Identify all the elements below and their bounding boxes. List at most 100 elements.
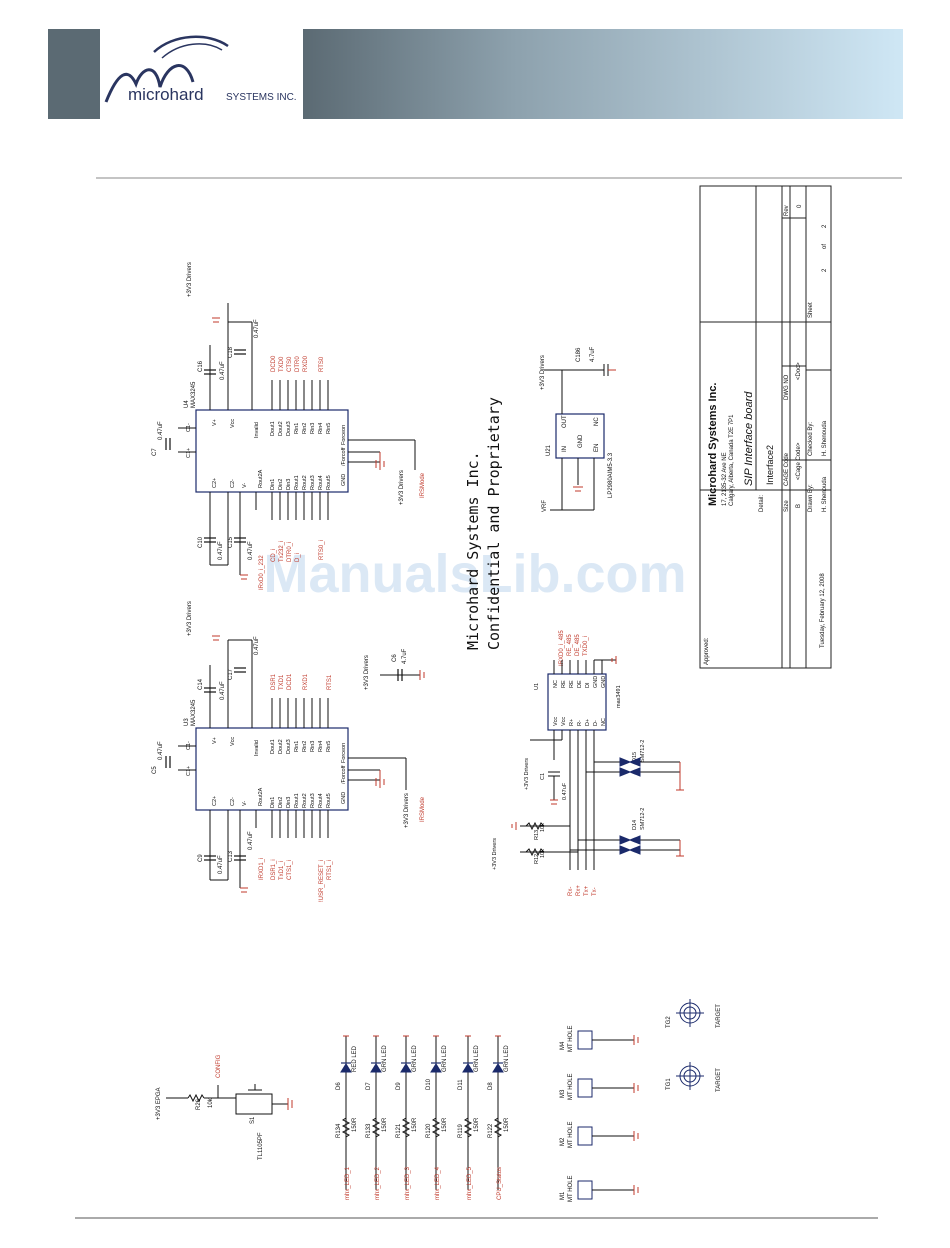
- u3-c5-val: 0.47uF: [158, 741, 164, 760]
- u4-din1: Din1: [270, 479, 276, 490]
- address-line2: Calgary, Alberta, Canada T2E 7P1: [729, 414, 735, 506]
- size-label: Size: [784, 500, 790, 512]
- u21-pin-en: EN: [594, 444, 600, 452]
- u4-dout2: Dout2: [278, 421, 284, 436]
- u1-pin-rplus: R+: [569, 719, 575, 726]
- u3-ref: U3: [184, 718, 190, 726]
- u3-forceon: Forceon: [341, 743, 347, 763]
- u3-pin-c2minus: C2-: [230, 797, 236, 806]
- u1-pin-dplus: D+: [585, 719, 591, 726]
- u3-pin-vminus: V-: [242, 801, 248, 806]
- led-diode-symbol: [462, 1063, 474, 1073]
- checked-label: Checked By:: [808, 422, 814, 456]
- led-ref: D6: [336, 1082, 342, 1090]
- switch-r26-ref: R26: [196, 1098, 202, 1110]
- led-resistor-value: 150R: [442, 1117, 448, 1132]
- target-tg1-label: TARGET: [716, 1068, 722, 1092]
- u4-forceon-supply: +3V3 Drivers: [399, 470, 405, 505]
- u3-net-txd1i: TxD1_i: [279, 861, 285, 880]
- u4-forcoff: /Forcoff: [341, 447, 347, 466]
- u1-r13-ref: R13: [534, 830, 540, 840]
- u4-net-rxd0: RXD0: [303, 355, 309, 372]
- title-block-text: Approved: Microhard Systems Inc. 17, 213…: [704, 204, 828, 665]
- u4-c7-val: 0.47uF: [158, 421, 164, 440]
- switch-ref: S1: [250, 1116, 256, 1124]
- u3-rout5: Rout5: [326, 793, 332, 808]
- u4-c16-val: 0.47uF: [220, 361, 226, 380]
- u3-c14-val: 0.47uF: [220, 681, 226, 700]
- led-net: mhx_LED_3: [405, 1166, 411, 1200]
- title-block: [699, 185, 832, 669]
- u3-forcoff: /Forcoff: [341, 765, 347, 784]
- company-name: Microhard Systems Inc.: [707, 383, 719, 507]
- u1-pin-nc-left: NC: [601, 718, 607, 726]
- logo-suffix: SYSTEMS INC.: [226, 92, 297, 103]
- led-diode-symbol: [370, 1063, 382, 1073]
- led-resistor-ref: R121: [396, 1123, 402, 1138]
- ic-u21: U21 LP2980AIM5-3.3 +3V3 Drivers VRF IN G…: [540, 346, 616, 512]
- u3-c6-val: 4.7uF: [402, 648, 408, 664]
- u4-rout2: Rout2: [302, 475, 308, 490]
- u3-part: MAX3245: [191, 699, 197, 726]
- led-diode-symbol: [340, 1063, 352, 1073]
- u3-c9-ref: C9: [198, 854, 204, 862]
- u1-cap-val: 0.47uF: [562, 782, 568, 800]
- switch-supply: +3V3 EPGA: [156, 1087, 162, 1120]
- u4-pin-vminus: V-: [242, 483, 248, 488]
- u21-pin-gnd: GND: [578, 434, 584, 448]
- u1-d14-part: SM712-2: [640, 808, 646, 830]
- u4-net-dtr0i: DTR0_i: [287, 542, 293, 562]
- mount-hole-ref: M4: [560, 1041, 566, 1050]
- sheet-number: 2: [822, 268, 828, 272]
- led-resistor-symbol: [431, 1117, 441, 1138]
- u3-rin3: Rin3: [310, 741, 316, 752]
- led-resistor-symbol: [371, 1117, 381, 1138]
- u3-net-dcd1: DCD1: [287, 673, 293, 690]
- cage-value: <Cage Code>: [796, 442, 802, 480]
- u1-bus-txplus: Tx+: [584, 885, 590, 896]
- led-resistor-value: 150R: [504, 1117, 510, 1132]
- u21-body: [555, 413, 605, 459]
- u1-net-de485: DE_485: [575, 634, 581, 656]
- size-value: B: [796, 504, 802, 508]
- u4-c10-ref: C10: [198, 536, 204, 548]
- u1-r12-val: 10k: [540, 849, 546, 858]
- u4-c18-ref: C18: [228, 346, 234, 358]
- u4-pin-vplus: V+: [212, 419, 218, 426]
- u4-rin1: Rin1: [294, 423, 300, 434]
- u3-c17-ref: C17: [228, 668, 234, 680]
- led-resistor-value: 150R: [352, 1117, 358, 1132]
- u3-pin-rout2a: Rout2A: [258, 787, 264, 806]
- u4-net-irxd0: IRxD0_i_232: [259, 555, 265, 590]
- led-type: GRN LED: [442, 1045, 448, 1072]
- checked-value: H. Shenouda: [822, 420, 828, 456]
- confidential-line2: Confidential and Proprietary: [485, 397, 503, 650]
- u3-din3: Din3: [286, 797, 292, 808]
- mount-hole-label: MT HOLE: [568, 1073, 574, 1100]
- led-net: CPU_Status: [497, 1167, 503, 1200]
- led-type: GRN LED: [382, 1045, 388, 1072]
- led-resistor-ref: R122: [488, 1123, 494, 1138]
- led-resistor-value: 150R: [412, 1117, 418, 1132]
- u1-pullup-supply: +3V3 Drivers: [492, 838, 498, 870]
- switch-net-config: CONFIG: [216, 1054, 222, 1078]
- u1-cap-ref: C1: [540, 773, 546, 780]
- u4-net-rts0i: RTS0_i: [319, 540, 325, 560]
- led-net: mhx_LED_5: [467, 1166, 473, 1200]
- u4-rout1: Rout1: [294, 475, 300, 490]
- u1-pin-vcc1: Vcc: [553, 717, 559, 726]
- target-tg2-ref: TG2: [666, 1016, 672, 1028]
- u3-forceon-supply: +3V3 Drivers: [404, 793, 410, 828]
- u4-c15-val: 0.47uF: [248, 541, 254, 560]
- u1-net-re485: RE_485: [567, 634, 573, 656]
- u3-rout1: Rout1: [294, 793, 300, 808]
- tvs-diodes: [619, 757, 641, 855]
- u4-pin-rout2a: Rout2A: [258, 469, 264, 488]
- led-net: mhx_LED_1: [345, 1166, 351, 1200]
- u3-dout3: Dout3: [286, 739, 292, 754]
